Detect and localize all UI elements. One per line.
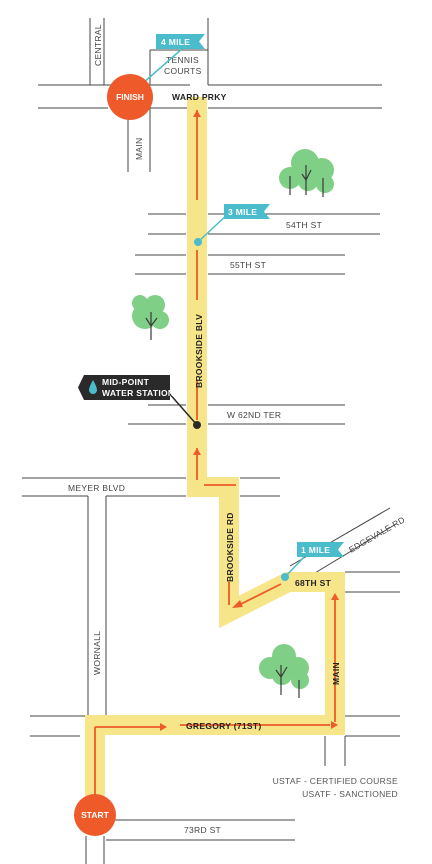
- route-arrowheads: [160, 110, 339, 731]
- arrowhead-icon: [193, 448, 201, 455]
- street-grid: [22, 18, 400, 864]
- tree-group-middle: [132, 295, 169, 340]
- street-label-w-62nd-ter: W 62ND TER: [227, 410, 281, 420]
- mile-marker-3: 3 MILE: [194, 204, 270, 246]
- water-station-label-1: MID-POINT: [102, 377, 150, 387]
- mile-marker-1: 1 MILE: [281, 542, 344, 581]
- street-label-ward-prky: WARD PRKY: [172, 92, 227, 102]
- water-station-label-2: WATER STATION: [102, 388, 174, 398]
- start-label: START: [81, 810, 110, 820]
- finish-label: FINISH: [116, 92, 144, 102]
- arrowhead-icon: [331, 593, 339, 600]
- mile-marker-1-label: 1 MILE: [301, 545, 330, 555]
- arrowhead-icon: [232, 600, 243, 608]
- street-label-68th-st: 68TH ST: [295, 578, 332, 588]
- route-arrow-line: [94, 110, 336, 796]
- mile-marker-4-label: 4 MILE: [161, 37, 190, 47]
- route-corridor-outline: [95, 97, 335, 815]
- street-label-edgevale-rd: EDGEVALE RD: [347, 515, 407, 555]
- certification-line-2: USATF - SANCTIONED: [302, 789, 398, 799]
- street-label-wornall: WORNALL: [92, 631, 102, 675]
- street-label-54th-st: 54TH ST: [286, 220, 322, 230]
- street-label-brookside-rd: BROOKSIDE RD: [225, 512, 235, 582]
- street-label-73rd-st: 73RD ST: [184, 825, 221, 835]
- arrowhead-icon: [160, 723, 167, 731]
- street-label-brookside-blv: BROOKSIDE BLV: [194, 314, 204, 388]
- street-label-meyer-blvd: MEYER BLVD: [68, 483, 125, 493]
- tree-group-bottom: [259, 644, 309, 698]
- street-label-55th-st: 55TH ST: [230, 260, 266, 270]
- tennis-courts-label-2: COURTS: [164, 66, 202, 76]
- water-station-callout: MID-POINT WATER STATION: [78, 375, 201, 429]
- certification-line-1: USTAF - CERTIFIED COURSE: [273, 776, 398, 786]
- arrowhead-icon: [331, 721, 338, 729]
- mile-marker-3-label: 3 MILE: [228, 207, 257, 217]
- street-label-central: CENTRAL: [93, 24, 103, 66]
- tennis-courts-label: TENNIS: [166, 55, 199, 65]
- tree-group-top: [279, 149, 334, 197]
- street-label-main-top: MAIN: [134, 138, 144, 160]
- street-label-main-bottom: MAIN: [331, 662, 341, 685]
- street-label-gregory-71st: GREGORY (71ST): [186, 721, 262, 731]
- finish-marker: FINISH: [107, 74, 153, 120]
- route-corridor: [85, 97, 345, 815]
- route-corridor-path: [85, 97, 345, 815]
- arrowhead-icon: [193, 110, 201, 117]
- water-drop-icon: [89, 380, 97, 394]
- start-marker: START: [74, 794, 116, 836]
